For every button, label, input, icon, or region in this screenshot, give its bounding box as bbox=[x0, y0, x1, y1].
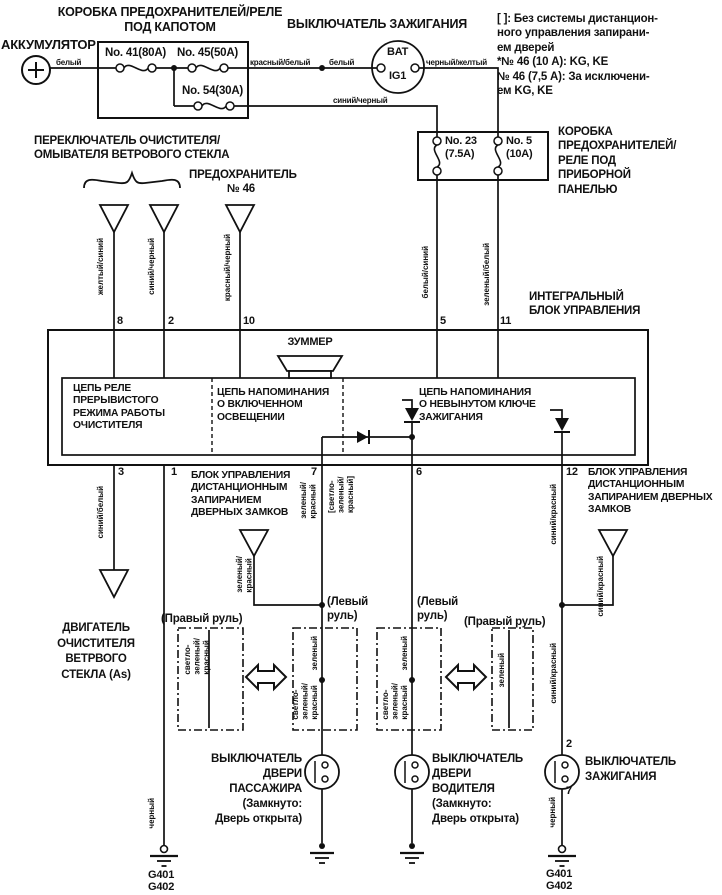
wire-blue-black-label-h: синий/черный bbox=[333, 96, 388, 105]
pin-7: 7 bbox=[311, 466, 317, 478]
wire-lt-green-red-label-driver: светло- зеленый/ красный bbox=[381, 683, 410, 720]
variant-arrows bbox=[244, 662, 488, 692]
legend-note: [ ]: Без системы дистанцион- ного управл… bbox=[497, 13, 658, 97]
passenger-door-switch-icon bbox=[304, 754, 340, 790]
ground-g401-right: G401 bbox=[546, 868, 573, 880]
driver-door-switch-label: ВЫКЛЮЧАТЕЛЬ ДВЕРИ ВОДИТЕЛЯ (Замкнуто: Дв… bbox=[432, 753, 524, 825]
pin-3: 3 bbox=[118, 466, 124, 478]
bat-terminal-label: BAT bbox=[387, 46, 409, 58]
wire-blue-black-label-v: синий/черный bbox=[147, 238, 156, 295]
wire-lt-green-red-label-passenger: светло- зеленый/ красный bbox=[291, 683, 320, 720]
wire-blue-red-label-lower: синий/красный bbox=[549, 643, 558, 704]
wire-blue-red-label-connector: синий/красный bbox=[596, 556, 605, 617]
battery-icon bbox=[21, 55, 51, 85]
diode-symbols bbox=[357, 408, 570, 444]
wire-lt-green-red-bracketed-label: [светло- зеленый/ красный] bbox=[327, 476, 356, 514]
wire-red-black-label: красный/черный bbox=[223, 234, 232, 302]
pin-10: 10 bbox=[243, 315, 255, 327]
buzzer-icon bbox=[276, 355, 344, 379]
dash-fusebox-label: КОРОБКА ПРЕДОХРАНИТЕЛЕЙ/ РЕЛЕ ПОД ПРИБОР… bbox=[558, 126, 677, 196]
wire-blue-white-label: синий/белый bbox=[96, 486, 105, 539]
ground-g402-right: G402 bbox=[546, 880, 573, 892]
wire-white-label-1: белый bbox=[56, 58, 82, 67]
wires bbox=[50, 67, 614, 845]
battery-label: АККУМУЛЯТОР bbox=[1, 37, 96, 52]
wire-green-label-passenger: зеленый bbox=[310, 636, 319, 671]
fuse-elements bbox=[123, 64, 502, 168]
circuit-lights-reminder-label: ЦЕПЬ НАПОМИНАНИЯ О ВКЛЮЧЕННОМ ОСВЕЩЕНИИ bbox=[217, 387, 330, 423]
wire-white-label-2: белый bbox=[329, 58, 355, 67]
wire-green-white-label: зеленый/белый bbox=[482, 243, 491, 306]
door-lock-unit-left-label: БЛОК УПРАВЛЕНИЯ ДИСТАНЦИОННЫМ ЗАПИРАНИЕМ… bbox=[191, 470, 291, 519]
wire-white-blue-label: белый/синий bbox=[421, 246, 430, 299]
wire-lt-green-red-label-rhd-left: светло- зеленый/ красный bbox=[183, 638, 212, 675]
lhd-label-driver: (Левый руль) bbox=[417, 596, 459, 623]
terminal-circles bbox=[115, 63, 503, 176]
pin-1: 1 bbox=[171, 466, 177, 478]
wire-green-red-label-connector: зеленый/ красный bbox=[235, 556, 254, 593]
wiper-washer-switch-label: ПЕРЕКЛЮЧАТЕЛЬ ОЧИСТИТЕЛЯ/ ОМЫВАТЕЛЯ ВЕТР… bbox=[34, 135, 230, 162]
variant-boxes bbox=[177, 627, 534, 731]
passenger-door-switch-label: ВЫКЛЮЧАТЕЛЬ ДВЕРИ ПАССАЖИРА (Замкнуто: Д… bbox=[210, 753, 302, 825]
wire-black-label-left: черный bbox=[147, 798, 156, 829]
wire-yellow-blue-label: желтый/синий bbox=[96, 238, 105, 296]
underhood-fusebox-label: КОРОБКА ПРЕДОХРАНИТЕЛЕЙ/РЕЛЕ ПОД КАПОТОМ bbox=[57, 5, 283, 34]
fuse-5-label: No. 5 (10A) bbox=[506, 135, 533, 161]
ignition-pin-7: 7 bbox=[566, 785, 572, 797]
pin-8: 8 bbox=[117, 315, 123, 327]
ground-g402-left: G402 bbox=[148, 881, 175, 893]
ignition-switch-icon bbox=[371, 40, 425, 94]
lhd-label-passenger: (Левый руль) bbox=[327, 596, 369, 623]
ig1-terminal-label: IG1 bbox=[389, 70, 407, 82]
fuse-54-label: No. 54(30A) bbox=[182, 85, 244, 97]
brace-symbol bbox=[83, 170, 181, 189]
fuse46-number-label: № 46 bbox=[226, 183, 255, 195]
circuit-key-reminder-label: ЦЕПЬ НАПОМИНАНИЯ О НЕВЫНУТОМ КЛЮЧЕ ЗАЖИГ… bbox=[419, 387, 536, 423]
wiper-motor-label: ДВИГАТЕЛЬ ОЧИСТИТЕЛЯ ВЕТРВОГО СТЕКЛА (As… bbox=[57, 622, 135, 681]
ignition-switch-lower-label: ВЫКЛЮЧАТЕЛЬ ЗАЖИГАНИЯ bbox=[585, 756, 677, 783]
wire-green-red-label-pin7: зеленый/ красный bbox=[299, 482, 318, 519]
circuit-wiper-relay-label: ЦЕПЬ РЕЛЕ ПРЕРЫВИСТОГО РЕЖИМА РАБОТЫ ОЧИ… bbox=[73, 383, 165, 432]
wire-red-white-label: красный/белый bbox=[250, 58, 311, 67]
wire-green-label-rhd-right: зеленый bbox=[497, 653, 506, 688]
ignition-switch-lower-icon bbox=[544, 754, 580, 790]
pin-5: 5 bbox=[440, 315, 446, 327]
wire-black-yellow-label: черный/желтый bbox=[426, 58, 487, 67]
ground-symbols bbox=[150, 843, 576, 867]
door-lock-unit-right-label: БЛОК УПРАВЛЕНИЯ ДИСТАНЦИОННЫМ ЗАПИРАНИЕМ… bbox=[588, 467, 713, 516]
fuse-41-label: No. 41(80A) bbox=[105, 47, 167, 59]
fuse-23-label: No. 23 (7.5A) bbox=[445, 135, 477, 161]
component-boxes bbox=[47, 41, 649, 466]
icu-label: ИНТЕГРАЛЬНЫЙ БЛОК УПРАВЛЕНИЯ bbox=[529, 291, 641, 318]
ignition-pin-2: 2 bbox=[566, 738, 572, 750]
pin-12: 12 bbox=[566, 466, 578, 478]
fuse-45-label: No. 45(50A) bbox=[177, 47, 239, 59]
wire-blue-red-label-pin12: синий/красный bbox=[549, 484, 558, 545]
pin-6: 6 bbox=[416, 466, 422, 478]
rhd-label-right: (Правый руль) bbox=[464, 616, 546, 628]
junction-dots bbox=[171, 65, 565, 683]
ground-g401-left: G401 bbox=[148, 869, 175, 881]
rhd-label-left: (Правый руль) bbox=[161, 613, 243, 625]
switch-contact-symbols bbox=[314, 761, 569, 783]
connector-triangles bbox=[98, 204, 629, 599]
ignition-switch-label: ВЫКЛЮЧАТЕЛЬ ЗАЖИГАНИЯ bbox=[287, 17, 468, 31]
buzzer-label: ЗУММЕР bbox=[287, 336, 333, 348]
driver-door-switch-icon bbox=[394, 754, 430, 790]
pin-2: 2 bbox=[168, 315, 174, 327]
wire-green-label-driver: зеленый bbox=[400, 636, 409, 671]
fuse46-label: ПРЕДОХРАНИТЕЛЬ bbox=[189, 169, 297, 181]
wire-black-label-right: черный bbox=[548, 797, 557, 828]
pin-11: 11 bbox=[500, 315, 512, 327]
